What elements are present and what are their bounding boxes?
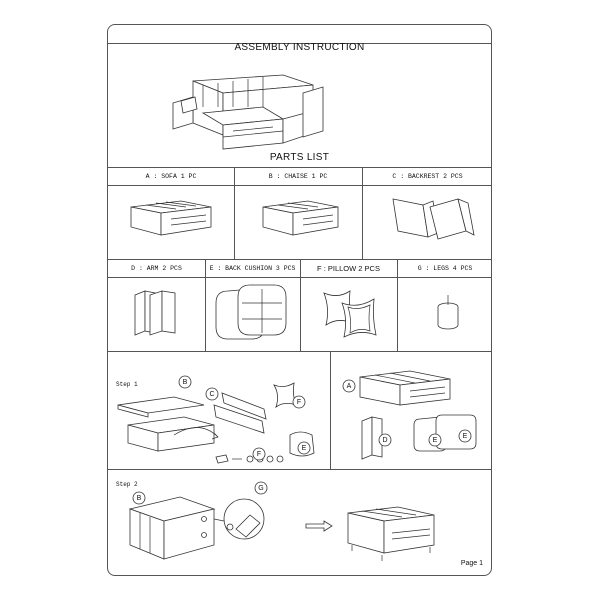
parts-row2-col-divider-3 [397, 259, 398, 351]
part-label-b: B : CHAISE 1 PC [268, 173, 328, 180]
header-divider [108, 43, 491, 44]
callout-e2-text: E [463, 433, 468, 440]
parts-row1-col-divider-2 [362, 167, 363, 259]
pillow-part-illustration [320, 285, 384, 343]
page-number: Page 1 [460, 560, 483, 567]
back-cushion-part-illustration [212, 283, 296, 345]
parts-list-heading: PARTS LIST [269, 152, 330, 163]
parts-heading-top-divider [108, 167, 491, 168]
result-callout-e2: E [458, 429, 472, 443]
parts-row1-col-divider-1 [234, 167, 235, 259]
step2-callout-g: G [254, 481, 268, 495]
parts-row2-bottom-divider [108, 351, 491, 352]
part-label-f: F : PILLOW 2 PCS [317, 264, 380, 273]
callout-e-text: E [302, 445, 307, 452]
parts-row2-top-divider [108, 259, 491, 260]
callout-d-text: D [382, 437, 387, 444]
step2-arrow [304, 521, 334, 531]
part-label-d: D : ARM 2 PCS [131, 265, 182, 272]
step1-col-divider [330, 351, 331, 469]
callout-f-legs-text: F [257, 451, 261, 458]
part-label-g: G : LEGS 4 PCS [417, 265, 473, 272]
part-label-a: A : SOFA 1 PC [145, 173, 197, 180]
parts-row1-label-divider [108, 185, 491, 186]
chaise-part-illustration [258, 195, 348, 245]
callout-a-text: A [347, 383, 352, 390]
step1-callout-b: B [178, 375, 192, 389]
parts-row2-col-divider-1 [205, 259, 206, 351]
parts-row2-label-divider [108, 277, 491, 278]
parts-row2-col-divider-2 [300, 259, 301, 351]
callout-f-text: F [297, 399, 301, 406]
step2-result-diagram [342, 503, 442, 563]
document-title: ASSEMBLY INSTRUCTION [234, 42, 365, 53]
part-label-c: C : BACKREST 2 PCS [392, 173, 463, 180]
result-callout-e1: E [428, 433, 442, 447]
sofa-part-illustration [126, 195, 216, 245]
leg-part-illustration [428, 291, 468, 335]
callout-b-text: B [183, 379, 188, 386]
step1-result-diagram [340, 363, 488, 467]
step1-callout-f: F [292, 395, 306, 409]
callout-b2-text: B [137, 495, 142, 502]
step1-bottom-divider [108, 469, 491, 470]
step2-label: Step 2 [116, 481, 138, 488]
step1-callout-c: C [205, 387, 219, 401]
step2-leg-install-diagram [122, 489, 292, 573]
sectional-sofa-illustration [163, 63, 333, 163]
instruction-sheet: ASSEMBLY INSTRUCTION PARTS LIST A : SOFA… [107, 24, 492, 576]
step1-label: Step 1 [116, 381, 138, 388]
result-callout-a: A [342, 379, 356, 393]
step1-callout-e: E [297, 441, 311, 455]
backrest-part-illustration [388, 191, 478, 251]
callout-c-text: C [209, 391, 214, 398]
step2-callout-b: B [132, 491, 146, 505]
result-callout-d: D [378, 433, 392, 447]
callout-g-text: G [258, 485, 263, 492]
part-label-e: E : BACK CUSHION 3 PCS [209, 265, 296, 272]
callout-e1-text: E [433, 437, 438, 444]
step1-chaise-diagram [114, 375, 324, 467]
step1-callout-f-legs: F [252, 447, 266, 461]
arm-part-illustration [130, 287, 190, 342]
